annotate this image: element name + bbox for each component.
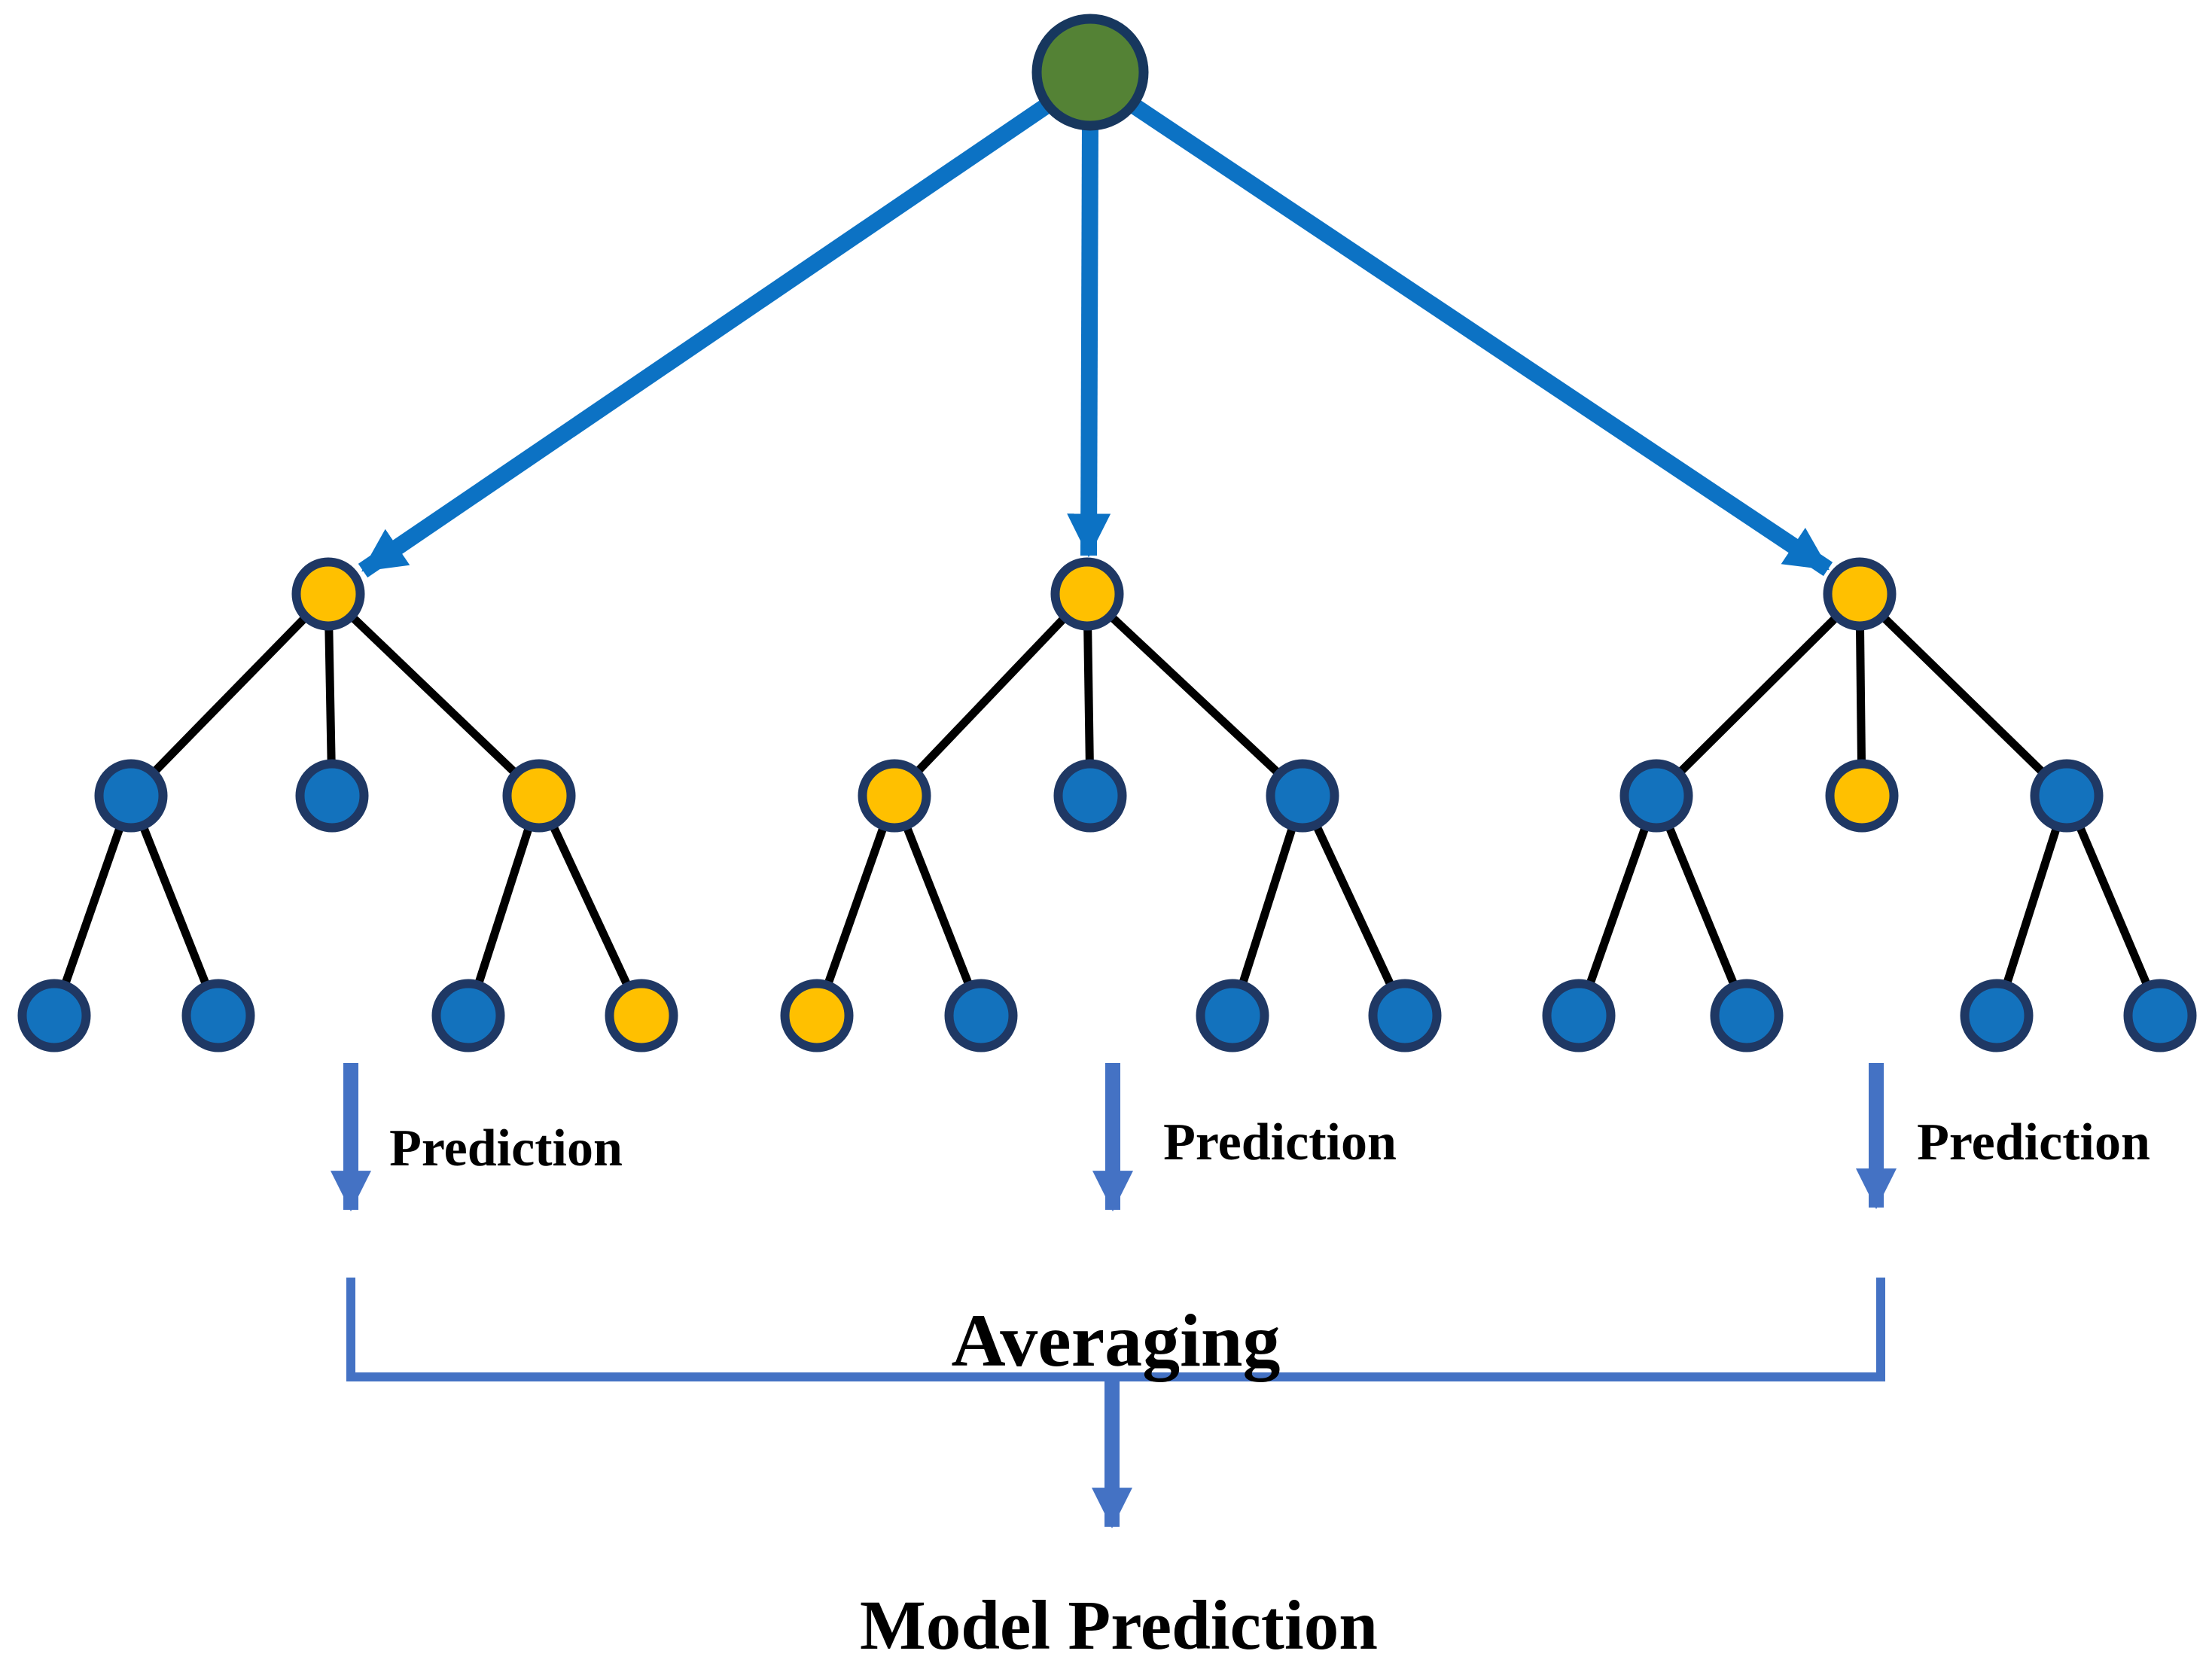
tree-2-edge-c3-l4 — [1299, 793, 1409, 1018]
prediction-label-right: Prediction — [1917, 1113, 2150, 1171]
tree-2-edge-c1-l1 — [812, 794, 899, 1017]
tree-3-node-c3 — [2030, 759, 2104, 833]
tree-1-node-c3 — [502, 759, 576, 833]
tree-2-node-c2 — [1053, 759, 1127, 833]
tree-1-edge-c1-l2 — [126, 793, 223, 1018]
tree-3-edge-c3-l3 — [1992, 794, 2071, 1017]
tree-1-node-l3 — [431, 979, 505, 1052]
tree-2-edge-c1-l2 — [890, 793, 986, 1018]
tree-3-node-l1 — [1542, 979, 1616, 1052]
tree-2-node-l2 — [944, 979, 1018, 1052]
labels: Prediction Prediction Prediction Averagi… — [389, 1113, 2150, 1660]
tree-2-edge-root-c1 — [891, 591, 1090, 799]
tree-2-node-c1 — [858, 759, 931, 833]
bootstrap-arrow-1 — [358, 96, 1056, 578]
prediction-label-left: Prediction — [389, 1119, 623, 1177]
tree-3-node-l3 — [1960, 979, 2034, 1052]
tree-nodes — [17, 14, 2197, 1052]
tree-3-edge-c3-l4 — [2062, 793, 2165, 1018]
tree-3-node-root — [1823, 557, 1897, 631]
tree-2-edge-root-c3 — [1084, 590, 1306, 800]
prediction-label-middle: Prediction — [1163, 1113, 1397, 1171]
tree-1-edge-c3-l4 — [535, 793, 645, 1018]
model-prediction-label: Model Prediction — [860, 1587, 1378, 1656]
tree-3-edge-root-c1 — [1653, 591, 1863, 799]
tree-1-edge-c1-l1 — [50, 794, 136, 1017]
tree-3-edge-c1-l1 — [1574, 794, 1661, 1017]
tree-3-edge-c1-l2 — [1652, 793, 1751, 1018]
tree-3-node-c2 — [1825, 759, 1899, 833]
bootstrap-arrow-3 — [1125, 96, 1833, 577]
tree-2-node-l4 — [1368, 979, 1442, 1052]
tree-1-node-root — [291, 557, 365, 631]
tree-2-node-root — [1050, 557, 1124, 631]
tree-1-edge-c3-l3 — [464, 794, 544, 1017]
flow-arrows — [331, 96, 1897, 1529]
tree-1-node-l4 — [605, 979, 678, 1052]
tree-2-edge-c3-l3 — [1228, 794, 1307, 1017]
tree-1-node-l1 — [17, 979, 91, 1052]
tree-2-node-l3 — [1196, 979, 1269, 1052]
tree-2-node-c3 — [1266, 759, 1339, 833]
tree-3-node-l2 — [1710, 979, 1784, 1052]
dataset-root-node — [1031, 14, 1149, 131]
tree-1-node-c1 — [94, 759, 168, 833]
tree-3-node-c1 — [1619, 759, 1693, 833]
averaging-label: Averaging — [952, 1299, 1281, 1382]
tree-2-node-l1 — [780, 979, 854, 1052]
bootstrap-arrow-2 — [1067, 120, 1111, 558]
tree-3-node-l4 — [2123, 979, 2197, 1052]
tree-1-node-c2 — [295, 759, 369, 833]
tree-1-node-l2 — [181, 979, 255, 1052]
tree-edges — [50, 590, 2165, 1018]
tree-1-edge-root-c1 — [128, 591, 331, 799]
tree-3-edge-root-c3 — [1857, 591, 2070, 799]
tree-1-edge-root-c3 — [325, 591, 542, 799]
